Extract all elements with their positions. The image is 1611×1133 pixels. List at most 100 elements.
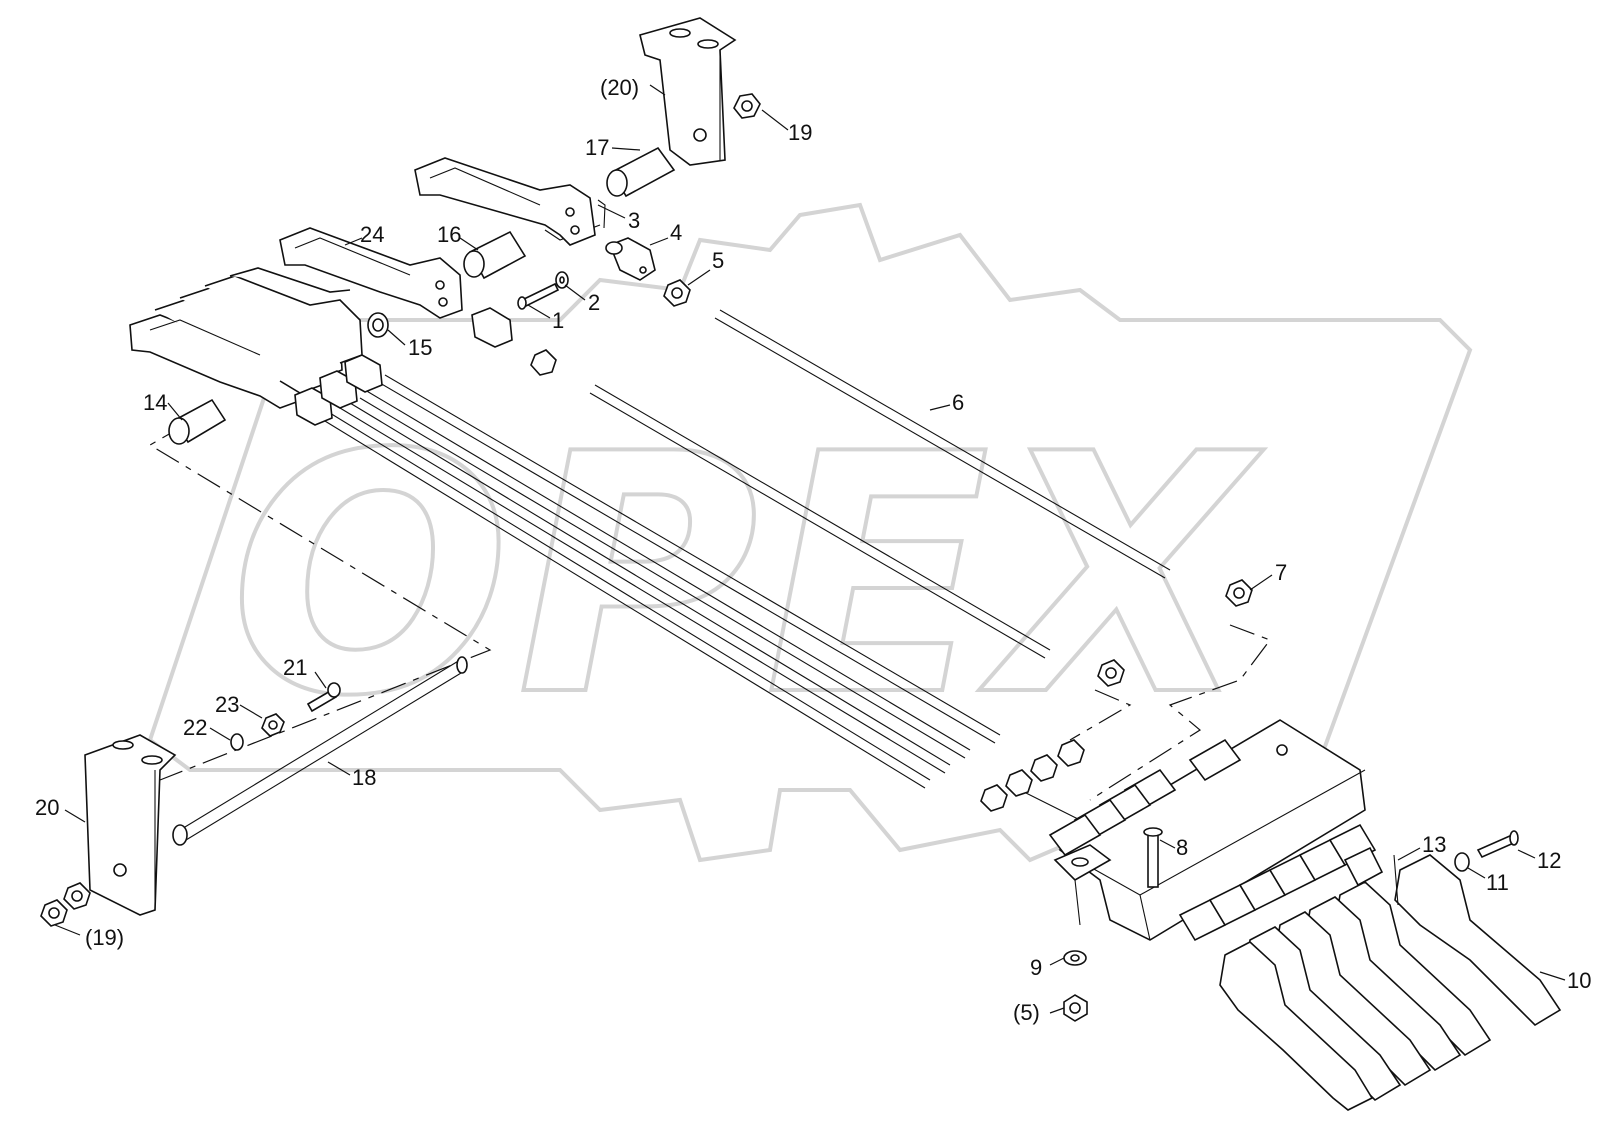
- callout-20-top: (20): [600, 75, 639, 100]
- leader-5-lower: [1049, 1007, 1065, 1014]
- valve-flange: [1053, 844, 1112, 926]
- callout-3: 3: [628, 208, 640, 233]
- leader-19: [761, 109, 789, 131]
- lever-24: [279, 227, 463, 319]
- leader-19-lower: [54, 924, 81, 936]
- callout-19-lower: (19): [85, 925, 124, 950]
- rod-e: [324, 409, 931, 781]
- nut-7: [1225, 579, 1253, 607]
- leader-11: [1467, 867, 1486, 879]
- nut-rod-a: [1097, 659, 1125, 687]
- bushing-15: [367, 312, 389, 338]
- valve-block: [1048, 719, 1366, 941]
- leader-1: [527, 304, 551, 319]
- leader-6: [929, 404, 951, 411]
- leader-9: [1049, 957, 1065, 966]
- callout-15: 15: [408, 335, 432, 360]
- bushing-17: [606, 146, 676, 198]
- leader-12: [1517, 849, 1536, 859]
- leader-13: [1397, 847, 1421, 861]
- nuts-19-lower: [40, 882, 91, 927]
- lever-stack-rear: [1219, 854, 1562, 1111]
- leader-14: [167, 402, 183, 421]
- callout-8: 8: [1176, 835, 1188, 860]
- leader-22: [209, 727, 231, 741]
- rod-d-edge: [339, 407, 946, 774]
- rod-b-edge: [379, 382, 996, 744]
- rod-f: [1019, 789, 1081, 821]
- callout-2: 2: [588, 290, 600, 315]
- washer-11: [1454, 852, 1470, 872]
- rod-b: [384, 374, 1001, 736]
- rod-d: [344, 399, 951, 766]
- guide-line-left: [148, 424, 492, 781]
- callout-20-lower: 20: [35, 795, 59, 820]
- pin-13: [1393, 854, 1399, 906]
- leader-24: [344, 237, 363, 246]
- callout-17: 17: [585, 135, 609, 160]
- rod-c-edge: [359, 397, 966, 759]
- leader-2: [564, 284, 586, 301]
- leader-20-lower: [64, 809, 86, 823]
- callout-11: 11: [1486, 870, 1509, 895]
- bushing-14: [168, 398, 227, 445]
- rod-6: [719, 309, 1171, 571]
- bolt-1: [517, 282, 560, 310]
- leader-7: [1249, 574, 1273, 591]
- nut-5: [663, 279, 691, 307]
- leader-16: [459, 237, 479, 251]
- callout-24: 24: [360, 222, 384, 247]
- washer-22: [230, 733, 244, 751]
- leader-20-top: [649, 84, 666, 96]
- callout-4: 4: [670, 220, 682, 245]
- rod-18-ends: [172, 656, 468, 846]
- leader-15: [387, 329, 406, 346]
- callout-9: 9: [1030, 955, 1042, 980]
- callout-14: 14: [143, 390, 167, 415]
- leader-23: [239, 704, 263, 719]
- nut-23: [261, 713, 285, 737]
- lever-stack-front: [129, 267, 363, 409]
- nut-19: [733, 93, 761, 119]
- callout-6: 6: [952, 390, 964, 415]
- lever-3: [414, 157, 606, 246]
- rod-e-edge: [319, 417, 926, 789]
- callout-labels: (20) 19 17 3 4 5 24 16 2 1 15 14 6 7 21 …: [35, 75, 1591, 1025]
- bushing-16: [463, 230, 527, 280]
- clevis-stack: [294, 307, 557, 426]
- bolt-8: [1143, 827, 1163, 888]
- rod-6-edge: [714, 317, 1166, 579]
- leader-18: [327, 761, 351, 776]
- leader-8: [1159, 839, 1176, 849]
- guide-line-top: [544, 224, 601, 241]
- callout-13: 13: [1422, 832, 1446, 857]
- leader-4: [649, 237, 669, 246]
- leader-10: [1539, 971, 1566, 981]
- leader-17: [611, 147, 641, 151]
- callout-23: 23: [215, 692, 239, 717]
- rod-18: [179, 659, 461, 831]
- callout-21: 21: [283, 655, 307, 680]
- callout-10: 10: [1567, 968, 1591, 993]
- guide-line-right: [1089, 624, 1271, 801]
- bolt-12: [1476, 830, 1519, 859]
- callout-1: 1: [552, 308, 564, 333]
- leader-5: [687, 269, 711, 286]
- leader-21: [314, 671, 327, 689]
- nut-5-lower: [1063, 994, 1088, 1022]
- assembly-guides: [148, 224, 1271, 801]
- leader-3: [597, 204, 626, 219]
- washer-2: [555, 271, 569, 289]
- bracket-top: [639, 17, 737, 166]
- rod-c: [364, 389, 971, 751]
- callout-22: 22: [183, 715, 207, 740]
- leader-lines: [54, 84, 1566, 1014]
- screw-21: [306, 682, 341, 713]
- washer-9: [1063, 950, 1087, 966]
- callout-5-lower: (5): [1013, 1000, 1040, 1025]
- guide-line-nut: [1069, 689, 1132, 741]
- rod-a-edge: [589, 392, 1046, 659]
- clevis-4: [605, 237, 656, 281]
- rod-18-edge: [185, 669, 467, 841]
